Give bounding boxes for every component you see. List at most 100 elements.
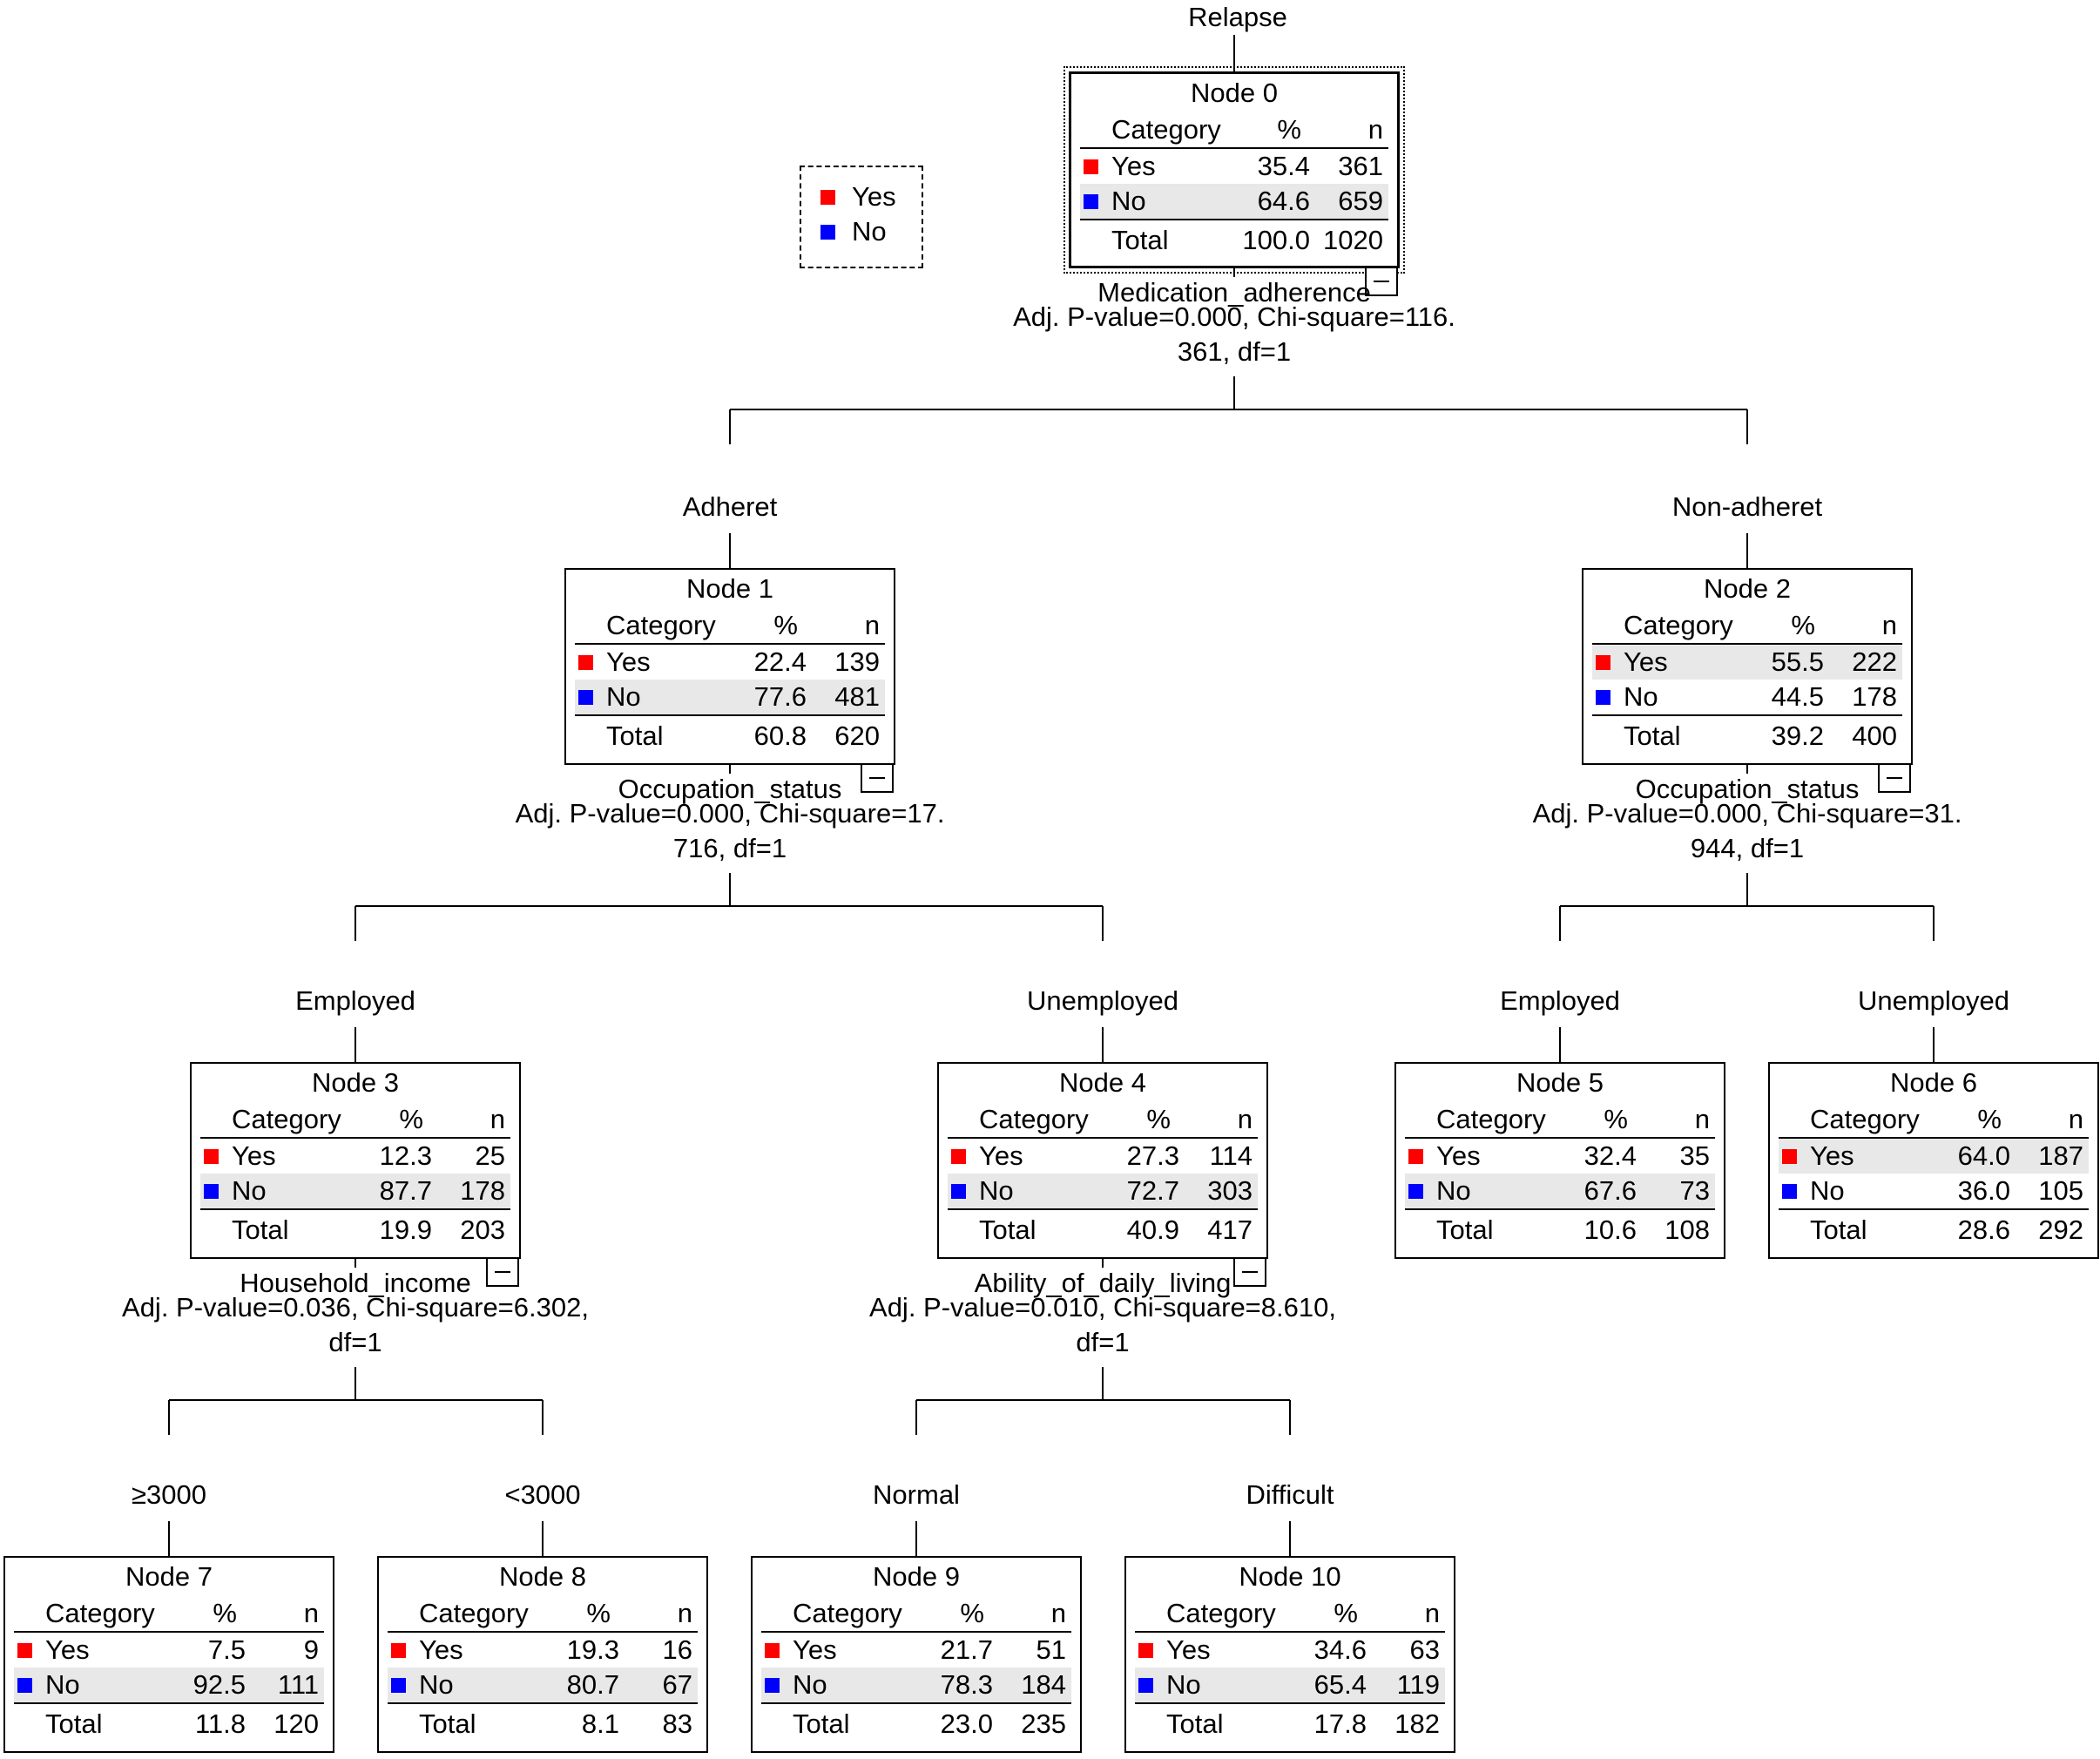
tree-node-7[interactable]: Node 7 Category % n Yes 7.5 9 No 92.5 11…: [3, 1556, 334, 1753]
no-count: 178: [460, 1175, 505, 1206]
yes-swatch: [391, 1643, 406, 1658]
node-table: Category % n Yes 34.6 63 No 65.4 119 Tot…: [1135, 1596, 1445, 1744]
tree-node-8[interactable]: Node 8 Category % n Yes 19.3 16 No 80.7 …: [377, 1556, 708, 1753]
node-row-no: No 80.7 67: [388, 1668, 698, 1702]
branch-label-node-7: ≥3000: [132, 1479, 206, 1510]
yes-count: 25: [475, 1140, 505, 1171]
total-percent: 60.8: [753, 721, 807, 751]
no-percent: 77.6: [753, 681, 807, 712]
yes-swatch: [1596, 655, 1610, 670]
header-category: Category: [979, 1104, 1089, 1134]
row-label-no: No: [419, 1669, 454, 1700]
row-label-yes: Yes: [232, 1140, 276, 1171]
total-count: 120: [273, 1708, 319, 1739]
total-count: 620: [834, 721, 880, 751]
header-n: n: [303, 1598, 319, 1628]
branch-label-node-9: Normal: [873, 1479, 960, 1510]
no-swatch: [391, 1678, 406, 1693]
no-percent: 65.4: [1313, 1669, 1367, 1700]
no-percent: 92.5: [192, 1669, 246, 1700]
yes-percent: 32.4: [1583, 1140, 1637, 1171]
collapse-node-2-button[interactable]: [1878, 763, 1911, 793]
node-row-no: No 64.6 659: [1080, 184, 1388, 219]
row-label-yes: Yes: [1111, 151, 1156, 181]
node-table-header: Category % n: [575, 608, 885, 645]
row-label-no: No: [1810, 1175, 1845, 1206]
collapse-node-3-button[interactable]: [486, 1257, 519, 1287]
tree-node-9[interactable]: Node 9 Category % n Yes 21.7 51 No 78.3 …: [751, 1556, 1082, 1753]
total-percent: 39.2: [1771, 721, 1824, 751]
tree-node-10[interactable]: Node 10 Category % n Yes 34.6 63 No 65.4…: [1124, 1556, 1455, 1753]
yes-percent: 22.4: [753, 646, 807, 677]
header-category: Category: [793, 1598, 902, 1628]
collapse-node-0-button[interactable]: [1365, 267, 1398, 296]
total-percent: 10.6: [1583, 1214, 1637, 1245]
no-percent: 64.6: [1257, 186, 1310, 216]
header-percent: %: [1604, 1104, 1628, 1134]
total-percent: 100.0: [1242, 225, 1310, 255]
no-percent: 44.5: [1771, 681, 1824, 712]
split-stats-node-2-0: Adj. P-value=0.000, Chi-square=31.: [1532, 798, 1962, 829]
split-stats-node-0-0: Adj. P-value=0.000, Chi-square=116.: [1013, 301, 1455, 332]
node-row-total: Total 11.8 120: [14, 1702, 324, 1744]
header-percent: %: [586, 1598, 611, 1628]
split-variable-node-1: Occupation_status: [618, 774, 842, 804]
branch-label-node-6: Unemployed: [1857, 985, 2010, 1016]
node-row-total: Total 17.8 182: [1135, 1702, 1445, 1744]
header-category: Category: [1166, 1598, 1276, 1628]
node-row-yes: Yes 12.3 25: [200, 1139, 510, 1174]
row-label-total: Total: [793, 1708, 850, 1739]
tree-node-3[interactable]: Node 3 Category % n Yes 12.3 25 No 87.7 …: [190, 1062, 521, 1259]
node-row-yes: Yes 19.3 16: [388, 1633, 698, 1668]
no-count: 303: [1207, 1175, 1253, 1206]
row-label-yes: Yes: [419, 1634, 463, 1665]
header-percent: %: [1146, 1104, 1171, 1134]
tree-node-2[interactable]: Node 2 Category % n Yes 55.5 222 No 44.5…: [1582, 568, 1913, 765]
node-title: Node 4: [1059, 1067, 1146, 1098]
row-label-total: Total: [419, 1708, 476, 1739]
tree-node-0[interactable]: Node 0 Category % n Yes 35.4 361 No 64.6…: [1064, 66, 1405, 274]
tree-node-4[interactable]: Node 4 Category % n Yes 27.3 114 No 72.7…: [937, 1062, 1268, 1259]
header-n: n: [677, 1598, 692, 1628]
row-label-yes: Yes: [1166, 1634, 1211, 1665]
tree-node-6[interactable]: Node 6 Category % n Yes 64.0 187 No 36.0…: [1768, 1062, 2099, 1259]
node-table-header: Category % n: [1592, 608, 1902, 645]
collapse-node-4-button[interactable]: [1233, 1257, 1266, 1287]
legend-label-no: No: [852, 216, 887, 247]
row-label-total: Total: [45, 1708, 103, 1739]
yes-count: 63: [1409, 1634, 1440, 1665]
split-variable-node-4: Ability_of_daily_living: [974, 1268, 1232, 1298]
node-table: Category % n Yes 12.3 25 No 87.7 178 Tot…: [200, 1102, 510, 1250]
row-label-yes: Yes: [793, 1634, 837, 1665]
split-stats-node-3-0: Adj. P-value=0.036, Chi-square=6.302,: [122, 1292, 589, 1323]
no-swatch: [204, 1184, 219, 1199]
yes-swatch: [1782, 1149, 1797, 1164]
yes-percent: 55.5: [1771, 646, 1824, 677]
node-title: Node 8: [499, 1561, 586, 1592]
yes-swatch: [204, 1149, 219, 1164]
node-row-yes: Yes 7.5 9: [14, 1633, 324, 1668]
row-label-yes: Yes: [1810, 1140, 1854, 1171]
no-swatch: [1408, 1184, 1423, 1199]
row-label-no: No: [793, 1669, 827, 1700]
total-count: 108: [1664, 1214, 1710, 1245]
tree-node-1[interactable]: Node 1 Category % n Yes 22.4 139 No 77.6…: [564, 568, 895, 765]
header-n: n: [1881, 610, 1897, 640]
header-n: n: [1050, 1598, 1066, 1628]
row-label-total: Total: [1166, 1708, 1224, 1739]
branch-label-node-10: Difficult: [1246, 1479, 1334, 1510]
collapse-node-1-button[interactable]: [861, 763, 894, 793]
no-swatch: [1782, 1184, 1797, 1199]
header-percent: %: [399, 1104, 423, 1134]
node-table-header: Category % n: [1779, 1102, 2089, 1139]
yes-count: 222: [1852, 646, 1897, 677]
branch-label-node-1: Adheret: [682, 491, 778, 522]
node-row-total: Total 40.9 417: [948, 1208, 1258, 1250]
row-label-total: Total: [232, 1214, 289, 1245]
no-percent: 67.6: [1583, 1175, 1637, 1206]
tree-node-5[interactable]: Node 5 Category % n Yes 32.4 35 No 67.6 …: [1394, 1062, 1725, 1259]
node-table: Category % n Yes 7.5 9 No 92.5 111 Total…: [14, 1596, 324, 1744]
split-stats-node-4-1: df=1: [1076, 1327, 1130, 1357]
header-percent: %: [1977, 1104, 2002, 1134]
